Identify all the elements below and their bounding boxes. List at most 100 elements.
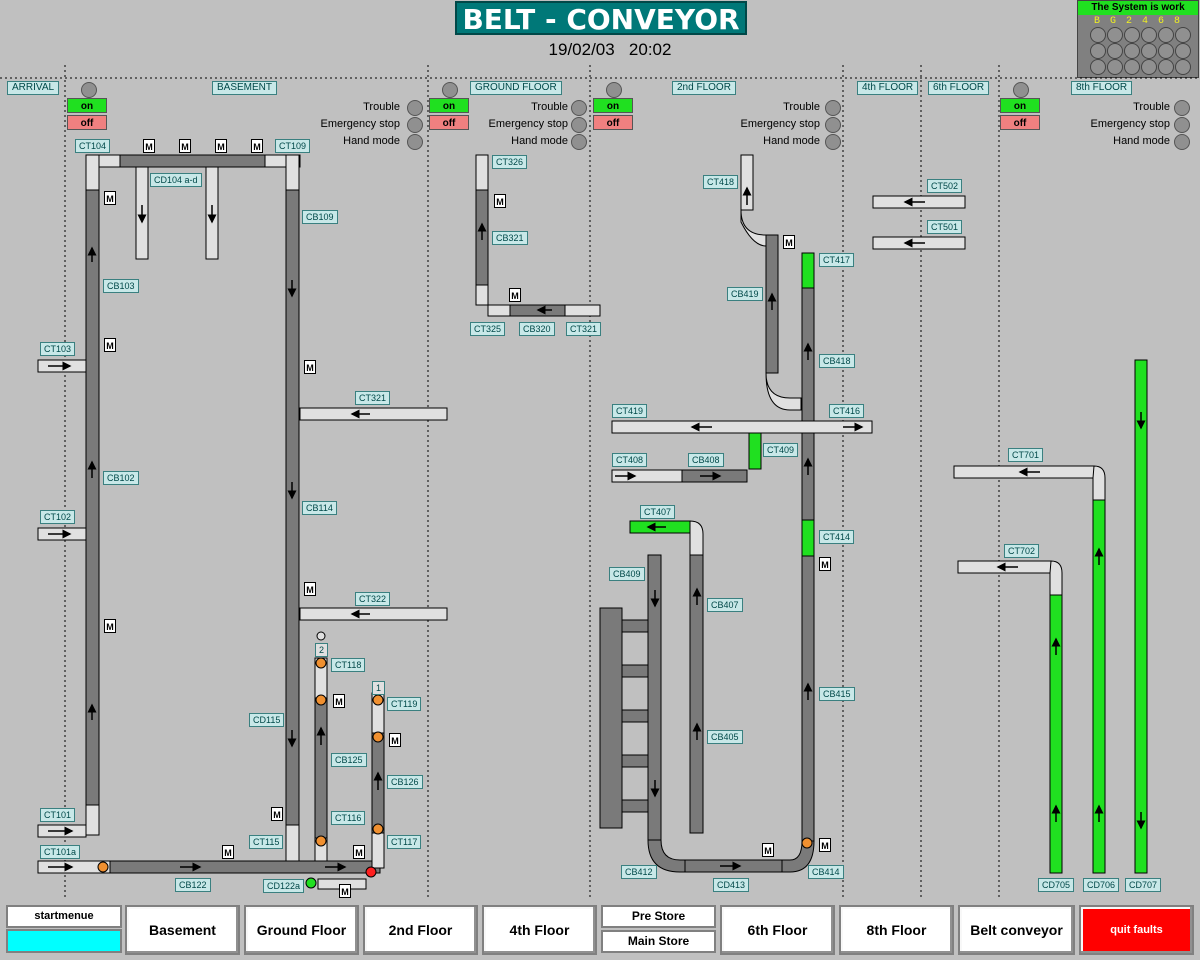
basement-indicator-led bbox=[81, 82, 97, 98]
fourth-floor-button[interactable]: 4th Floor bbox=[482, 905, 597, 955]
motor-icon[interactable]: M bbox=[783, 235, 795, 249]
conveyor-label: CB320 bbox=[519, 322, 555, 336]
conveyor-label: CT416 bbox=[829, 404, 865, 418]
conveyor-label: CT321 bbox=[355, 391, 391, 405]
second-on-button[interactable]: on bbox=[593, 98, 633, 113]
conveyor-label: CB321 bbox=[492, 231, 528, 245]
marker-2: 2 bbox=[315, 643, 329, 657]
pre-store-button[interactable]: Pre Store bbox=[601, 905, 716, 928]
floor-status-led bbox=[1175, 59, 1191, 75]
motor-icon[interactable]: M bbox=[222, 845, 234, 859]
basement-button[interactable]: Basement bbox=[125, 905, 240, 955]
basement-emergency-led bbox=[407, 117, 423, 133]
eighth-emergency-led bbox=[1174, 117, 1190, 133]
belt-conveyor-button[interactable]: Belt conveyor bbox=[958, 905, 1075, 955]
basement-arrows bbox=[48, 205, 383, 872]
conveyor-label: CD115 bbox=[249, 713, 285, 727]
eighth-off-button[interactable]: off bbox=[1000, 115, 1040, 130]
second-emergency-led bbox=[825, 117, 841, 133]
motor-icon[interactable]: M bbox=[762, 843, 774, 857]
conveyor-label: CT117 bbox=[387, 835, 422, 849]
ground-emergency-label: Emergency stop bbox=[488, 118, 568, 130]
startmenue-button[interactable]: startmenue bbox=[6, 905, 122, 928]
time-text: 20:02 bbox=[628, 40, 672, 59]
ground-arrows bbox=[477, 222, 552, 315]
ground-on-button[interactable]: on bbox=[429, 98, 469, 113]
conveyor-label: CT103 bbox=[40, 342, 76, 356]
conveyor-label: CT502 bbox=[927, 179, 963, 193]
motor-icon[interactable]: M bbox=[304, 582, 316, 596]
second-off-button[interactable]: off bbox=[593, 115, 633, 130]
conveyor-label: CT701 bbox=[1008, 448, 1044, 462]
motor-icon[interactable]: M bbox=[104, 191, 116, 205]
conveyor-label: CT325 bbox=[470, 322, 506, 336]
motor-icon[interactable]: M bbox=[819, 557, 831, 571]
motor-icon[interactable]: M bbox=[509, 288, 521, 302]
motor-icon[interactable]: M bbox=[353, 845, 365, 859]
conveyor-label: CT118 bbox=[331, 658, 366, 672]
motor-icon[interactable]: M bbox=[333, 694, 345, 708]
eighth-floor-belts bbox=[953, 359, 1148, 874]
motor-icon[interactable]: M bbox=[389, 733, 401, 747]
basement-emergency-label: Emergency stop bbox=[320, 118, 400, 130]
conveyor-label: CT414 bbox=[819, 530, 855, 544]
conveyor-label: CT101 bbox=[40, 808, 76, 822]
motor-icon[interactable]: M bbox=[251, 139, 263, 153]
motor-icon[interactable]: M bbox=[104, 619, 116, 633]
eighth-on-button[interactable]: on bbox=[1000, 98, 1040, 113]
conveyor-label: CB414 bbox=[808, 865, 844, 879]
eighth-floor-button[interactable]: 8th Floor bbox=[839, 905, 954, 955]
second-floor-arrows bbox=[615, 186, 864, 871]
basement-sensors bbox=[97, 631, 384, 889]
eighth-floor-arrows bbox=[996, 412, 1146, 830]
ground-trouble-label: Trouble bbox=[531, 101, 568, 113]
floor-label-ground: GROUND FLOOR bbox=[470, 81, 562, 95]
conveyor-label: CB419 bbox=[727, 287, 763, 301]
second-trouble-label: Trouble bbox=[783, 101, 820, 113]
ground-emergency-led bbox=[571, 117, 587, 133]
floor-status-led bbox=[1141, 27, 1157, 43]
second-hand-led bbox=[825, 134, 841, 150]
second-trouble-led bbox=[825, 100, 841, 116]
conveyor-label: CB122 bbox=[175, 878, 211, 892]
conveyor-diagram bbox=[0, 65, 1200, 900]
ground-off-button[interactable]: off bbox=[429, 115, 469, 130]
motor-icon[interactable]: M bbox=[143, 139, 155, 153]
second-floor-button[interactable]: 2nd Floor bbox=[363, 905, 478, 955]
motor-icon[interactable]: M bbox=[819, 838, 831, 852]
floor-separators bbox=[0, 65, 1200, 900]
motor-icon[interactable]: M bbox=[494, 194, 506, 208]
basement-belts bbox=[37, 154, 448, 890]
ground-indicator-led bbox=[442, 82, 458, 98]
date-time-display: 19/02/03 20:02 bbox=[500, 40, 720, 60]
motor-icon[interactable]: M bbox=[179, 139, 191, 153]
conveyor-label: CT417 bbox=[819, 253, 855, 267]
sixth-floor-button[interactable]: 6th Floor bbox=[720, 905, 835, 955]
quit-faults-button[interactable]: quit faults bbox=[1079, 905, 1194, 955]
ground-hand-label: Hand mode bbox=[511, 135, 568, 147]
basement-on-button[interactable]: on bbox=[67, 98, 107, 113]
motor-icon[interactable]: M bbox=[304, 360, 316, 374]
fourth-floor-arrows bbox=[903, 197, 925, 248]
conveyor-label: CT702 bbox=[1004, 544, 1040, 558]
motor-icon[interactable]: M bbox=[215, 139, 227, 153]
basement-off-button[interactable]: off bbox=[67, 115, 107, 130]
main-store-button[interactable]: Main Store bbox=[601, 930, 716, 953]
conveyor-label: CB114 bbox=[302, 501, 337, 515]
conveyor-label: CT119 bbox=[387, 697, 422, 711]
date-text: 19/02/03 bbox=[548, 40, 615, 59]
ground-trouble-led bbox=[571, 100, 587, 116]
system-status-panel: The System is work B G 2 4 6 8 bbox=[1077, 0, 1199, 78]
startmenue-color-field bbox=[6, 929, 122, 953]
motor-icon[interactable]: M bbox=[339, 884, 351, 898]
floor-status-led bbox=[1107, 59, 1123, 75]
floor-status-led bbox=[1141, 59, 1157, 75]
floor-status-led bbox=[1175, 43, 1191, 59]
conveyor-label: CD705 bbox=[1038, 878, 1075, 892]
ground-floor-button[interactable]: Ground Floor bbox=[244, 905, 359, 955]
conveyor-label: CT501 bbox=[927, 220, 963, 234]
conveyor-label: CD413 bbox=[713, 878, 750, 892]
eighth-trouble-label: Trouble bbox=[1133, 101, 1170, 113]
motor-icon[interactable]: M bbox=[271, 807, 283, 821]
motor-icon[interactable]: M bbox=[104, 338, 116, 352]
